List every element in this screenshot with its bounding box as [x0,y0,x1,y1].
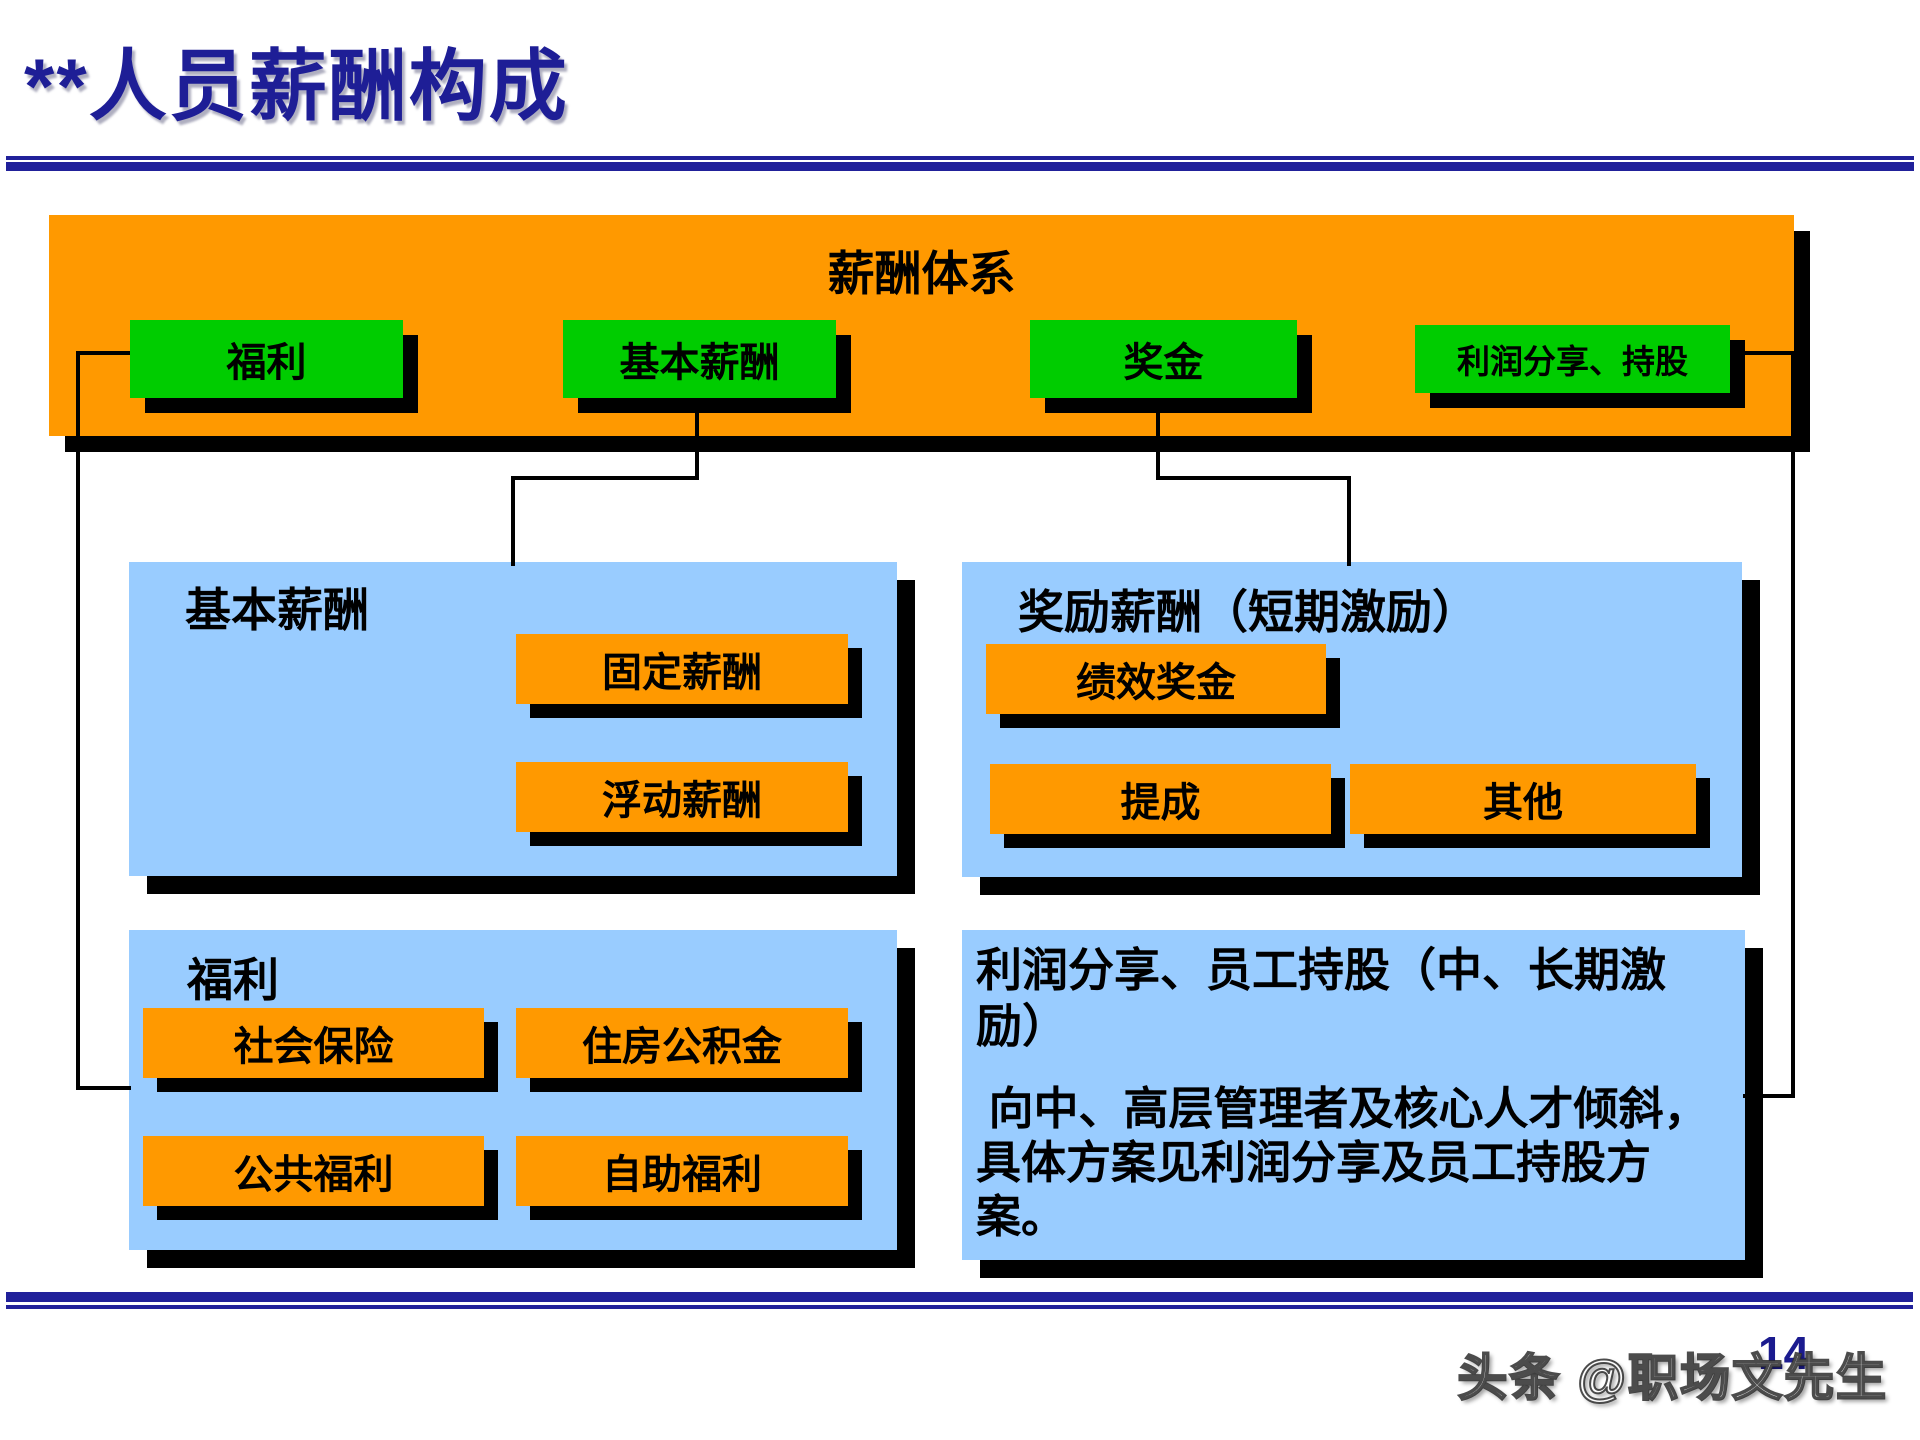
connector-bonus-drop2 [1347,476,1351,566]
compensation-system-label: 薪酬体系 [827,247,1016,300]
connector-basepay-drop2 [511,476,515,566]
panel-profit-sharing: 利润分享、员工持股（中、长期激励） 向中、高层管理者及核心人才倾斜，具体方案见利… [962,930,1745,1260]
panel-incentive-pay: 奖励薪酬（短期激励） 绩效奖金 提成 其他 [962,562,1742,877]
connector-right-vertical [1791,351,1795,1098]
box-social-insurance: 社会保险 [143,1008,484,1078]
panel-benefits-title: 福利 [187,954,279,1006]
top-item-benefits: 福利 [130,320,403,398]
top-item-base-pay: 基本薪酬 [563,320,836,398]
bottom-rule-thick [6,1292,1913,1302]
panel-incentive-pay-title: 奖励薪酬（短期激励） [1018,586,1478,638]
page-number: 14 [1758,1327,1810,1379]
panel-profit-sharing-body: 向中、高层管理者及核心人才倾斜，具体方案见利润分享及员工持股方案。 [976,1083,1709,1242]
box-other: 其他 [1350,764,1696,834]
panel-base-pay-title: 基本薪酬 [185,584,369,636]
top-rule-thin [6,156,1914,160]
connector-bonus-horizontal [1156,476,1351,480]
box-housing-fund: 住房公积金 [516,1008,848,1078]
panel-base-pay: 基本薪酬 固定薪酬 浮动薪酬 [129,562,897,876]
box-variable-pay: 浮动薪酬 [516,762,848,832]
bottom-rule-thin [6,1305,1913,1309]
box-performance-bonus: 绩效奖金 [986,644,1326,714]
connector-right-stub [1728,351,1795,355]
box-self-service-benefits: 自助福利 [516,1136,848,1206]
connector-right-into-profit [1743,1094,1795,1098]
box-commission: 提成 [990,764,1331,834]
box-fixed-pay: 固定薪酬 [516,634,848,704]
panel-profit-sharing-title: 利润分享、员工持股（中、长期激励） [976,944,1666,1053]
connector-left-vertical [76,351,80,1090]
page-title: **人员薪酬构成 [24,42,569,130]
top-rule-thick [6,162,1914,171]
panel-benefits: 福利 社会保险 住房公积金 公共福利 自助福利 [129,930,897,1250]
connector-bonus-drop1 [1156,394,1160,480]
top-item-bonus: 奖金 [1030,320,1297,398]
connector-left-stub [76,351,132,355]
watermark-text: 头条 @职场文先生 [1456,1349,1888,1407]
connector-left-into-benefits [76,1086,131,1090]
top-item-profit-sharing: 利润分享、持股 [1415,325,1730,393]
box-public-benefits: 公共福利 [143,1136,484,1206]
connector-basepay-drop1 [695,394,699,480]
connector-basepay-horizontal [511,476,699,480]
